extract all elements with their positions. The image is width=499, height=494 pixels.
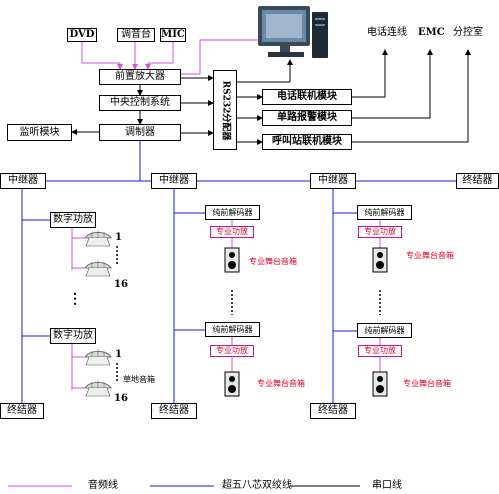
phone-line-label: 电话连线 [367,27,407,38]
stage-speaker-label: 专业舞台音箱 [257,379,305,388]
decoder-2a: 纯前解码器 [205,205,260,220]
pro-amp-3b: 专业功放 [358,345,402,357]
monitor-box: 监听模块 [7,124,72,141]
sub-control-label: 分控室 [453,27,483,38]
rs232-label: RS232分配器 [220,80,231,140]
stage-speaker-icon [224,247,240,273]
control-wires [71,49,471,487]
mic-source: MIC [160,28,186,42]
computer-icon [258,6,328,58]
stage-speaker-icon [224,371,240,397]
single-alarm-module: 单路报警模块 [262,110,352,126]
preamp-box: 前置放大器 [99,69,181,85]
pro-amp-2a: 专业功放 [210,226,254,238]
speaker-last-number: 16 [114,279,128,290]
repeater-zone2: 中继器 [151,173,197,189]
modulator-box: 调制器 [99,124,181,141]
emc-label: EMC [418,27,445,38]
mixer-source: 调音台 [117,28,155,42]
digital-amp-2: 数字功放 [50,328,96,344]
stage-speaker-icon [372,247,388,273]
controller-box: 中央控制系统 [99,95,181,111]
dvd-source: DVD [67,28,97,42]
audio-wires [8,39,262,487]
speaker-first-number: 1 [115,232,122,243]
decoder-3a: 纯前解码器 [357,205,412,220]
phone-link-module: 电话联机模块 [262,89,352,105]
stage-speaker-icon [372,371,388,397]
speaker-last-number: 16 [114,393,128,404]
ellipsis-marks [116,246,381,381]
terminator-zone2: 终结器 [151,403,197,419]
stage-speaker-label: 专业舞台音箱 [403,379,451,388]
terminator-main: 终结器 [456,173,499,189]
terminator-zone1: 终结器 [0,403,44,419]
pro-amp-2b: 专业功放 [210,345,254,357]
decoder-2b: 纯前解码器 [205,322,260,337]
lawn-speaker-icon [84,380,112,397]
speaker-wires [71,220,381,390]
stage-speaker-label: 专业舞台音箱 [406,251,454,260]
cat5e-wires [21,141,456,487]
speaker-first-number: 1 [115,349,122,360]
rs232-distributor: RS232分配器 [213,70,237,150]
legend-audio-label: 音频线 [88,480,118,491]
lawn-speaker-icon [84,230,112,247]
call-station-module: 呼叫站联机模块 [262,134,352,150]
digital-amp-1: 数字功放 [50,212,96,228]
legend-serial-label: 串口线 [372,480,402,491]
lawn-speaker-icon [84,260,112,277]
amp-ellipsis: ⋮ [68,291,82,307]
terminator-zone3: 终结器 [310,403,356,419]
lawn-speaker-label: 草地音箱 [123,375,155,384]
pro-amp-3a: 专业功放 [358,226,402,238]
decoder-3b: 纯前解码器 [357,323,412,338]
repeater-zone1: 中继器 [0,173,46,189]
lawn-speaker-icon [84,349,112,366]
repeater-zone3: 中继器 [310,173,356,189]
stage-speaker-label: 专业舞台音箱 [249,257,297,266]
legend-cat5e-label: 超五八芯双绞线 [222,480,292,491]
